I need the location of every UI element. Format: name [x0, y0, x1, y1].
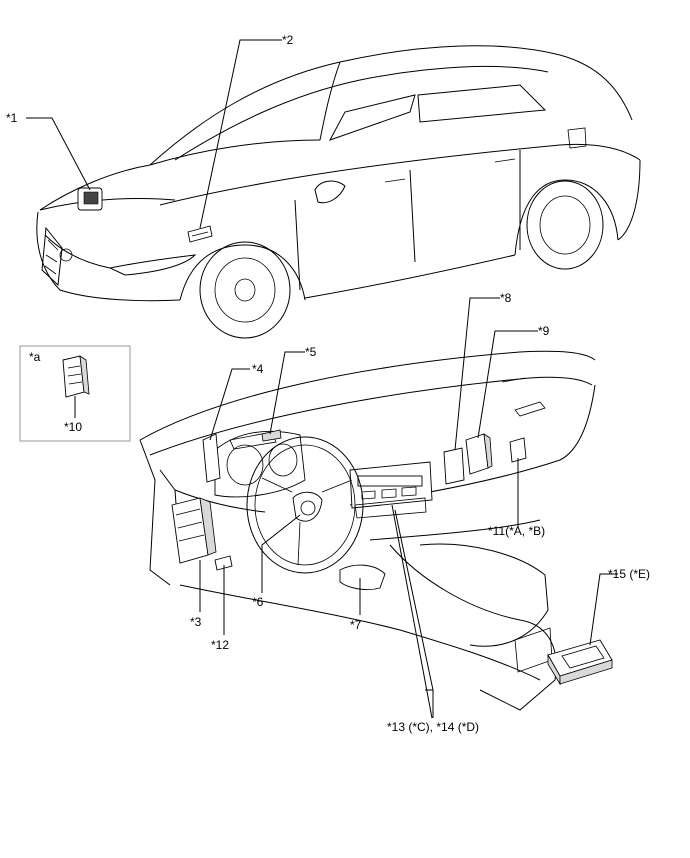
- callout-12: *12: [211, 638, 230, 652]
- callout-10: *10: [64, 420, 83, 434]
- callout-13-14: *13 (*C), *14 (*D): [387, 720, 480, 734]
- callout-a: *a: [29, 350, 41, 364]
- callout-6: *6: [252, 595, 264, 609]
- callout-2: *2: [282, 33, 294, 47]
- callout-9: *9: [538, 324, 550, 338]
- callout-5: *5: [305, 345, 317, 359]
- callout-8: *8: [500, 291, 512, 305]
- inset-frame: [19, 345, 131, 442]
- callout-15: *15 (*E): [608, 567, 651, 581]
- inset-part-10: [62, 355, 90, 398]
- instrument-panel-illustration: [139, 350, 613, 711]
- callout-7: *7: [350, 618, 362, 632]
- callout-1: *1: [6, 111, 18, 125]
- callout-4: *4: [252, 362, 264, 376]
- leader-lines: [26, 39, 618, 719]
- callout-11: *11(*A, *B): [488, 524, 546, 538]
- vehicle-illustration: [36, 45, 641, 339]
- callout-3: *3: [190, 615, 202, 629]
